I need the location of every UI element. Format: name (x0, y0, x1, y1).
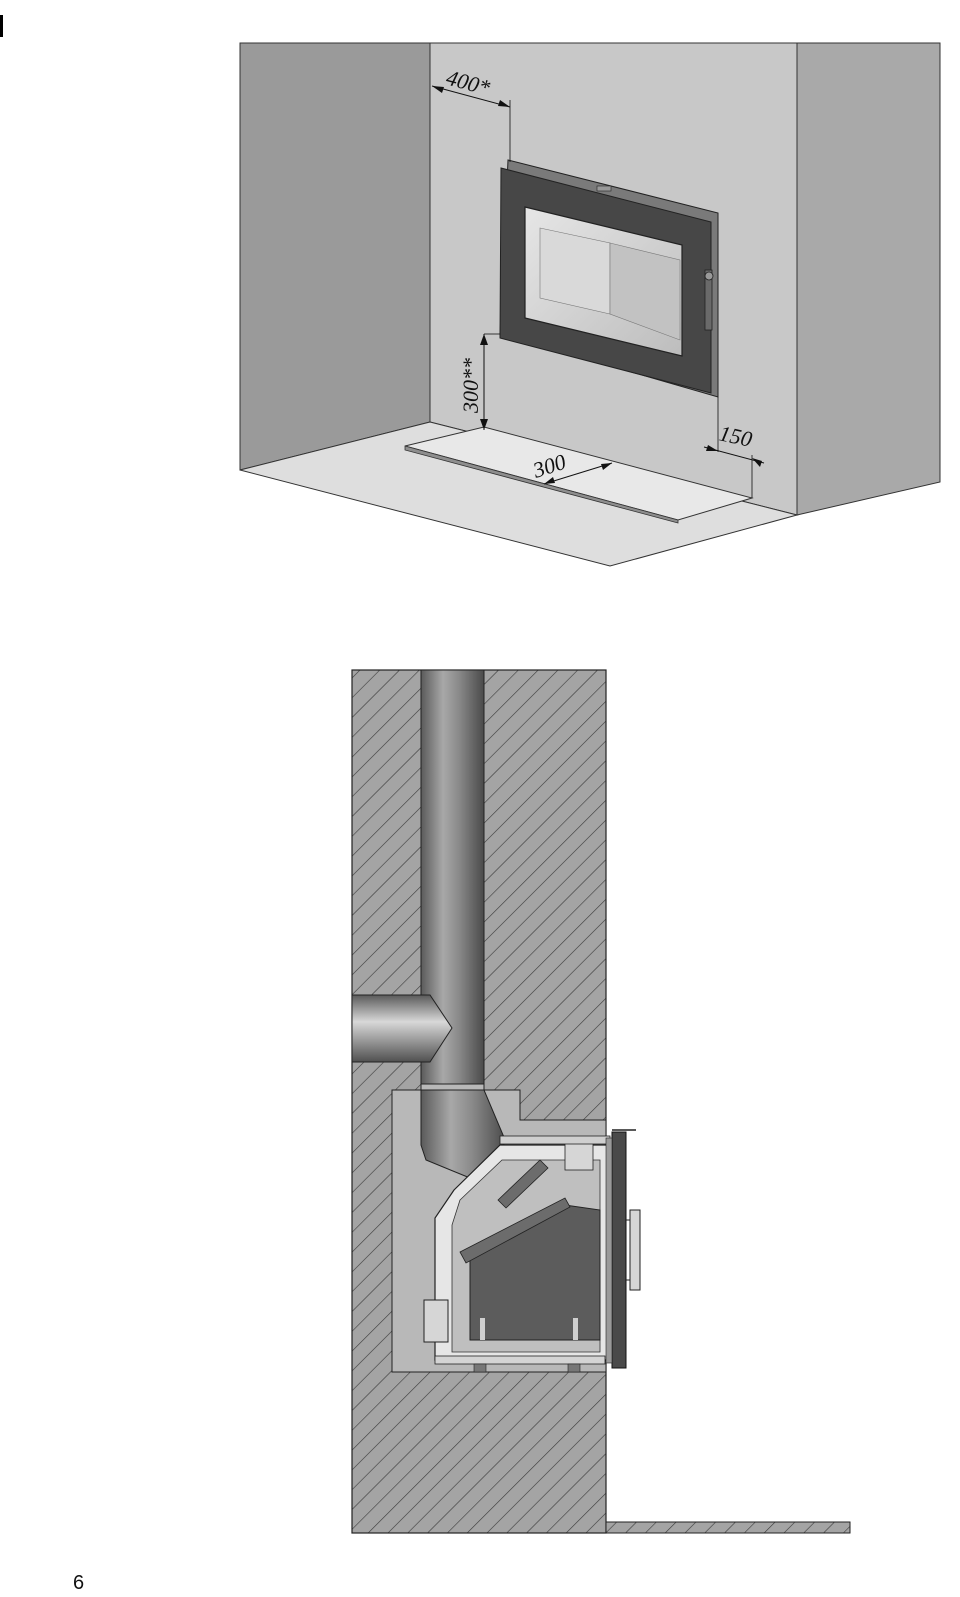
air-control-box (423, 1299, 449, 1343)
right-wall (796, 42, 941, 516)
stove-door (499, 159, 719, 398)
dimension-floor-clearance: 300** (458, 333, 500, 430)
floor (239, 421, 799, 567)
room-installation-view: 400* 300** 300 150 (239, 42, 941, 567)
door-handle-section (629, 1209, 641, 1291)
horizontal-connector-pipe (351, 994, 453, 1063)
page-number: 6 (73, 1572, 85, 1594)
left-wall (239, 42, 431, 471)
cross-section-view (351, 669, 851, 1534)
floor-section (605, 1521, 851, 1534)
hearth-plate-edge (404, 445, 679, 524)
stove-insert (423, 1135, 611, 1373)
dimension-label-300-floor: 300** (458, 358, 483, 414)
stove-door-section (605, 1129, 641, 1369)
margin-mark (0, 15, 3, 37)
door-handle (704, 269, 713, 331)
